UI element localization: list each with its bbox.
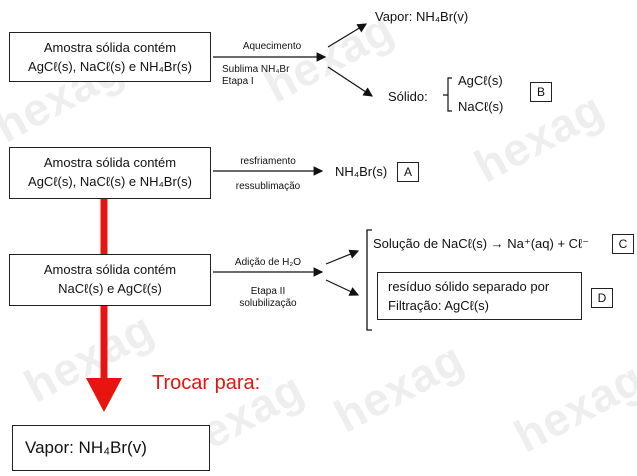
- solid-brace: [443, 77, 452, 112]
- sample-formula: AgCℓ(s), NaCℓ(s) e NH₄Br(s): [28, 59, 192, 74]
- correction-label: Trocar para:: [152, 372, 261, 394]
- sample-formula: NaCℓ(s) e AgCℓ(s): [58, 281, 162, 296]
- residue-line-1: resíduo sólido separado por: [388, 279, 550, 294]
- solid-nh4br-product: NH₄Br(s): [335, 164, 388, 179]
- arrow-to-vapor: [327, 23, 368, 48]
- sample-text: Amostra sólida contém: [43, 155, 177, 170]
- step-two-label: Etapa II: [250, 286, 286, 297]
- arrow-to-solid: [327, 66, 374, 97]
- cooling-label: resfriamento: [240, 156, 296, 167]
- solution-equation: Solução de NaCℓ(s) → Na⁺(aq) + Cℓ⁻: [373, 236, 590, 251]
- tag-d: D: [591, 288, 613, 308]
- step-one-label: Etapa I: [222, 76, 254, 87]
- solubilization-label: solubilização: [239, 298, 297, 309]
- solid-item-agcl: AgCℓ(s): [458, 73, 503, 88]
- water-addition-label: Adição de H₂O: [234, 257, 302, 268]
- sample-box-1: Amostra sólida contém AgCℓ(s), NaCℓ(s) e…: [9, 32, 211, 82]
- correction-text: Vapor: NH₄Br(v): [25, 438, 147, 457]
- arrow-to-residue: [325, 279, 360, 296]
- tag-b: B: [530, 82, 552, 102]
- sample-formula: AgCℓ(s), NaCℓ(s) e NH₄Br(s): [28, 174, 192, 189]
- tag-a: A: [397, 162, 419, 182]
- heating-label: Aquecimento: [242, 41, 302, 52]
- residue-box: resíduo sólido separado por Filtração: A…: [377, 272, 582, 320]
- solid-label: Sólido:: [388, 89, 428, 104]
- resublimation-label: ressublimação: [235, 181, 301, 192]
- sample-box-2: Amostra sólida contém AgCℓ(s), NaCℓ(s) e…: [9, 147, 211, 199]
- solid-item-nacl: NaCℓ(s): [458, 99, 504, 114]
- tag-c: C: [612, 234, 634, 254]
- sublimation-label: Sublima NH₄Br: [222, 64, 290, 75]
- residue-line-2: Filtração: AgCℓ(s): [388, 298, 490, 313]
- correction-box: Vapor: NH₄Br(v): [12, 425, 210, 471]
- sample-text: Amostra sólida contém: [43, 262, 177, 277]
- arrow-to-solution: [325, 249, 360, 265]
- vapor-product: Vapor: NH₄Br(v): [375, 9, 469, 24]
- products-bracket: [366, 229, 372, 331]
- correction-arrow-head: [86, 378, 122, 412]
- sample-text: Amostra sólida contém: [43, 40, 177, 55]
- sample-box-3: Amostra sólida contém NaCℓ(s) e AgCℓ(s): [9, 254, 211, 306]
